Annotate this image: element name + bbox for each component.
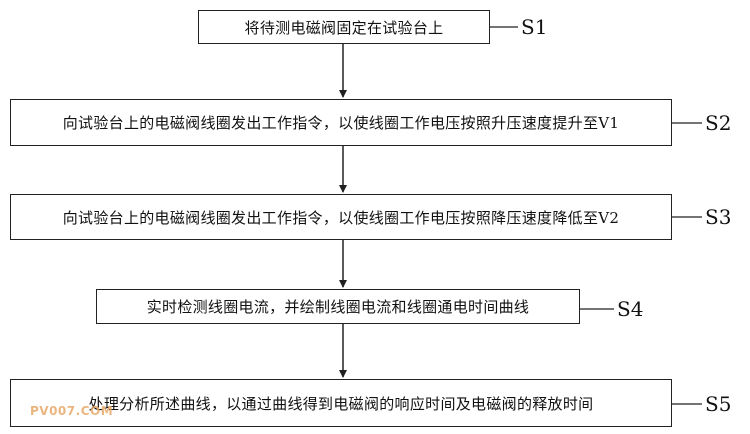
step-text-s4: 实时检测线圈电流，并绘制线圈电流和线圈通电时间曲线	[146, 298, 530, 316]
step-box-s4: 实时检测线圈电流，并绘制线圈电流和线圈通电时间曲线	[96, 289, 580, 324]
step-box-s2: 向试验台上的电磁阀线圈发出工作指令，以使线圈工作电压按照升压速度提升至V1	[10, 99, 672, 146]
step-label-s5: S5	[705, 392, 732, 416]
step-box-s5: 处理分析所述曲线，以通过曲线得到电磁阀的响应时间及电磁阀的释放时间	[10, 379, 672, 427]
step-box-s1: 将待测电磁阀固定在试验台上	[198, 10, 490, 44]
step-label-s3: S3	[705, 205, 732, 229]
step-text-s3: 向试验台上的电磁阀线圈发出工作指令，以使线圈工作电压按照降压速度降低至V2	[62, 208, 620, 227]
step-text-s2: 向试验台上的电磁阀线圈发出工作指令，以使线圈工作电压按照升压速度提升至V1	[62, 114, 620, 132]
step-text-s1: 将待测电磁阀固定在试验台上	[244, 18, 444, 37]
step-label-s4: S4	[617, 297, 644, 321]
step-text-s5: 处理分析所述曲线，以通过曲线得到电磁阀的响应时间及电磁阀的释放时间	[88, 394, 594, 413]
step-label-s2: S2	[705, 111, 732, 135]
step-label-s1: S1	[521, 15, 548, 39]
watermark: PV007.COM	[30, 404, 114, 418]
step-box-s3: 向试验台上的电磁阀线圈发出工作指令，以使线圈工作电压按照降压速度降低至V2	[10, 194, 672, 240]
